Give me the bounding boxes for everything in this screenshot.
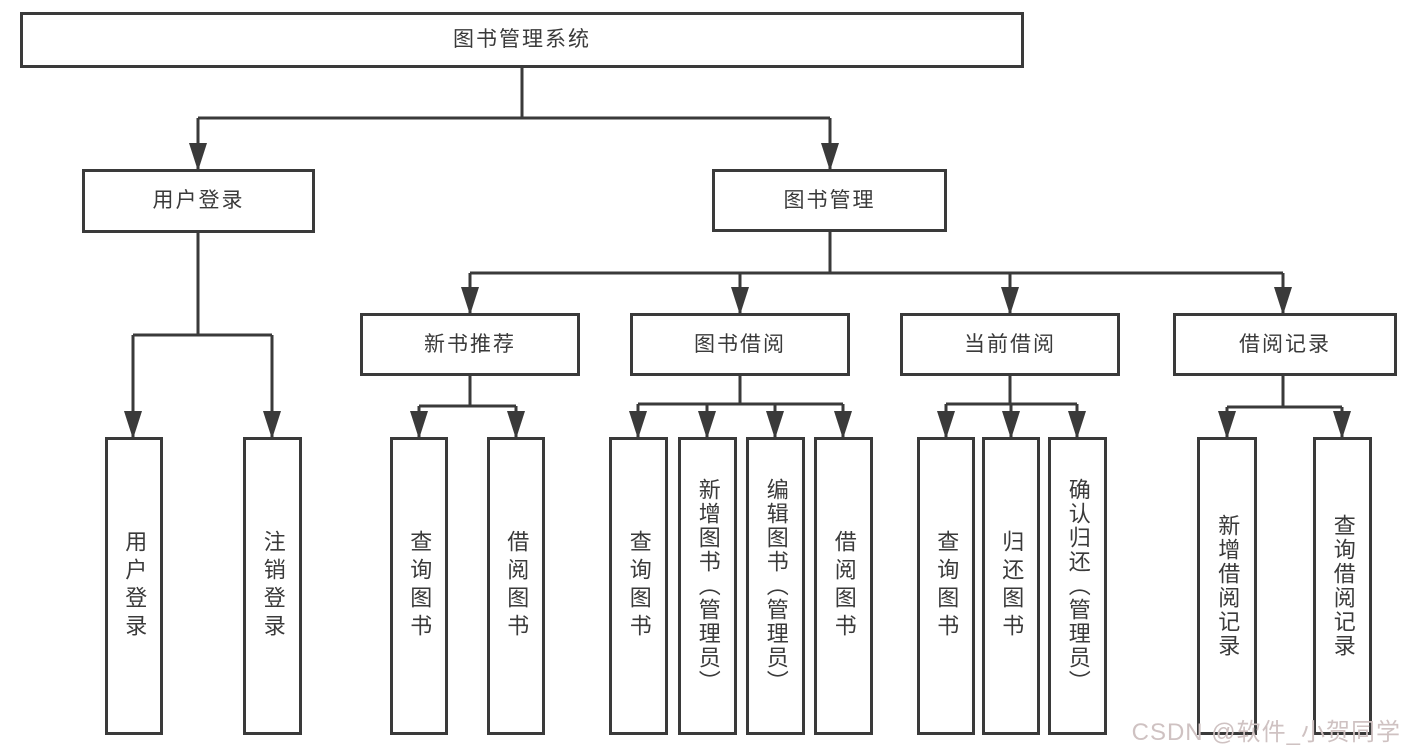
leaf-query-books-borrow: 查询图书 <box>609 437 668 735</box>
leaf-return-book: 归还图书 <box>982 437 1040 735</box>
leaf-edit-book-admin: 编辑图书（管理员） <box>746 437 805 735</box>
connector-book-borrow <box>629 376 852 439</box>
node-book-management: 图书管理 <box>712 169 947 232</box>
node-current-borrow: 当前借阅 <box>900 313 1120 376</box>
leaf-query-books-current: 查询图书 <box>917 437 975 735</box>
connector-user-login <box>124 233 281 439</box>
node-new-book-recommend: 新书推荐 <box>360 313 580 376</box>
leaf-borrow-books: 借阅图书 <box>814 437 873 735</box>
leaf-confirm-return-admin: 确认归还（管理员） <box>1048 437 1107 735</box>
connector-current-borrow <box>937 376 1086 439</box>
leaf-user-login: 用户登录 <box>105 437 163 735</box>
leaf-borrow-books-recommend: 借阅图书 <box>487 437 545 735</box>
leaf-logout: 注销登录 <box>243 437 302 735</box>
connector-borrow-records <box>1218 376 1351 439</box>
node-root-library-system: 图书管理系统 <box>20 12 1024 68</box>
leaf-add-book-admin: 新增图书（管理员） <box>678 437 737 735</box>
leaf-query-borrow-record: 查询借阅记录 <box>1313 437 1372 735</box>
csdn-watermark: CSDN @软件_小贺同学 <box>1131 719 1401 746</box>
node-user-login: 用户登录 <box>82 169 315 233</box>
node-borrow-records: 借阅记录 <box>1173 313 1397 376</box>
node-book-borrow: 图书借阅 <box>630 313 850 376</box>
connector-book-management <box>461 232 1292 315</box>
connector-root <box>189 68 839 171</box>
connector-new-book <box>410 376 525 439</box>
leaf-add-borrow-record: 新增借阅记录 <box>1197 437 1257 735</box>
leaf-query-books-recommend: 查询图书 <box>390 437 448 735</box>
